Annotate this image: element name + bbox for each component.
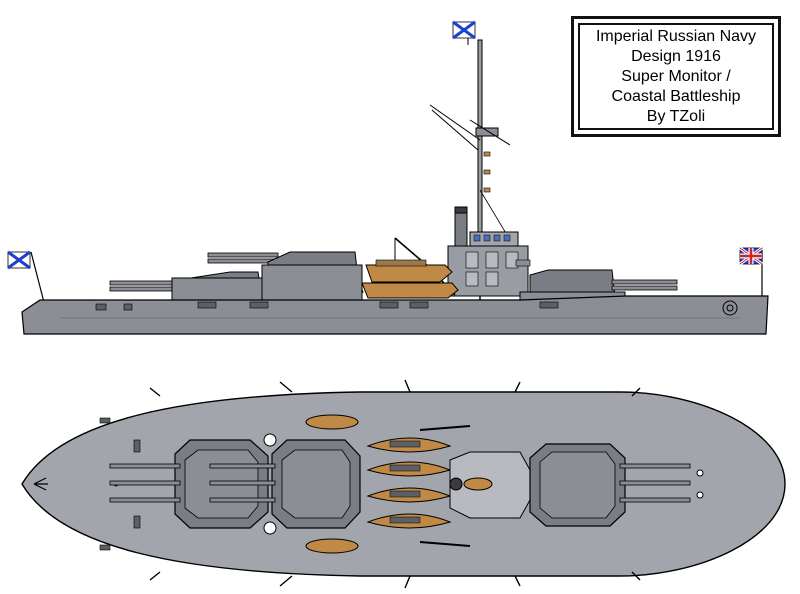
turret-top-aft-2 (209, 439, 361, 529)
title-line-5: By TZoli (646, 107, 706, 125)
bollards (99, 417, 141, 551)
side-profile (6, 20, 769, 335)
title-line-2: Design 1916 (631, 47, 721, 65)
top-view (21, 379, 786, 589)
title-inner-frame: Imperial Russian Navy Design 1916 Super … (578, 23, 774, 130)
ships-boats-top (305, 414, 452, 554)
title-box: Imperial Russian Navy Design 1916 Super … (571, 16, 781, 137)
jack-bow (738, 246, 764, 300)
boom-spars (149, 379, 641, 589)
turret-top-fore (529, 443, 691, 527)
title-line-3: Super Monitor / (621, 67, 731, 85)
bridge-superstructure (447, 231, 531, 297)
title-line-4: Coastal Battleship (611, 87, 741, 105)
turret-fore (529, 269, 678, 297)
anchor-icon (722, 300, 738, 316)
st-andrew-ensign-mast (451, 20, 477, 45)
superstructure-top (449, 451, 531, 519)
hull-top (21, 391, 786, 577)
title-line-1: Imperial Russian Navy (595, 27, 757, 45)
